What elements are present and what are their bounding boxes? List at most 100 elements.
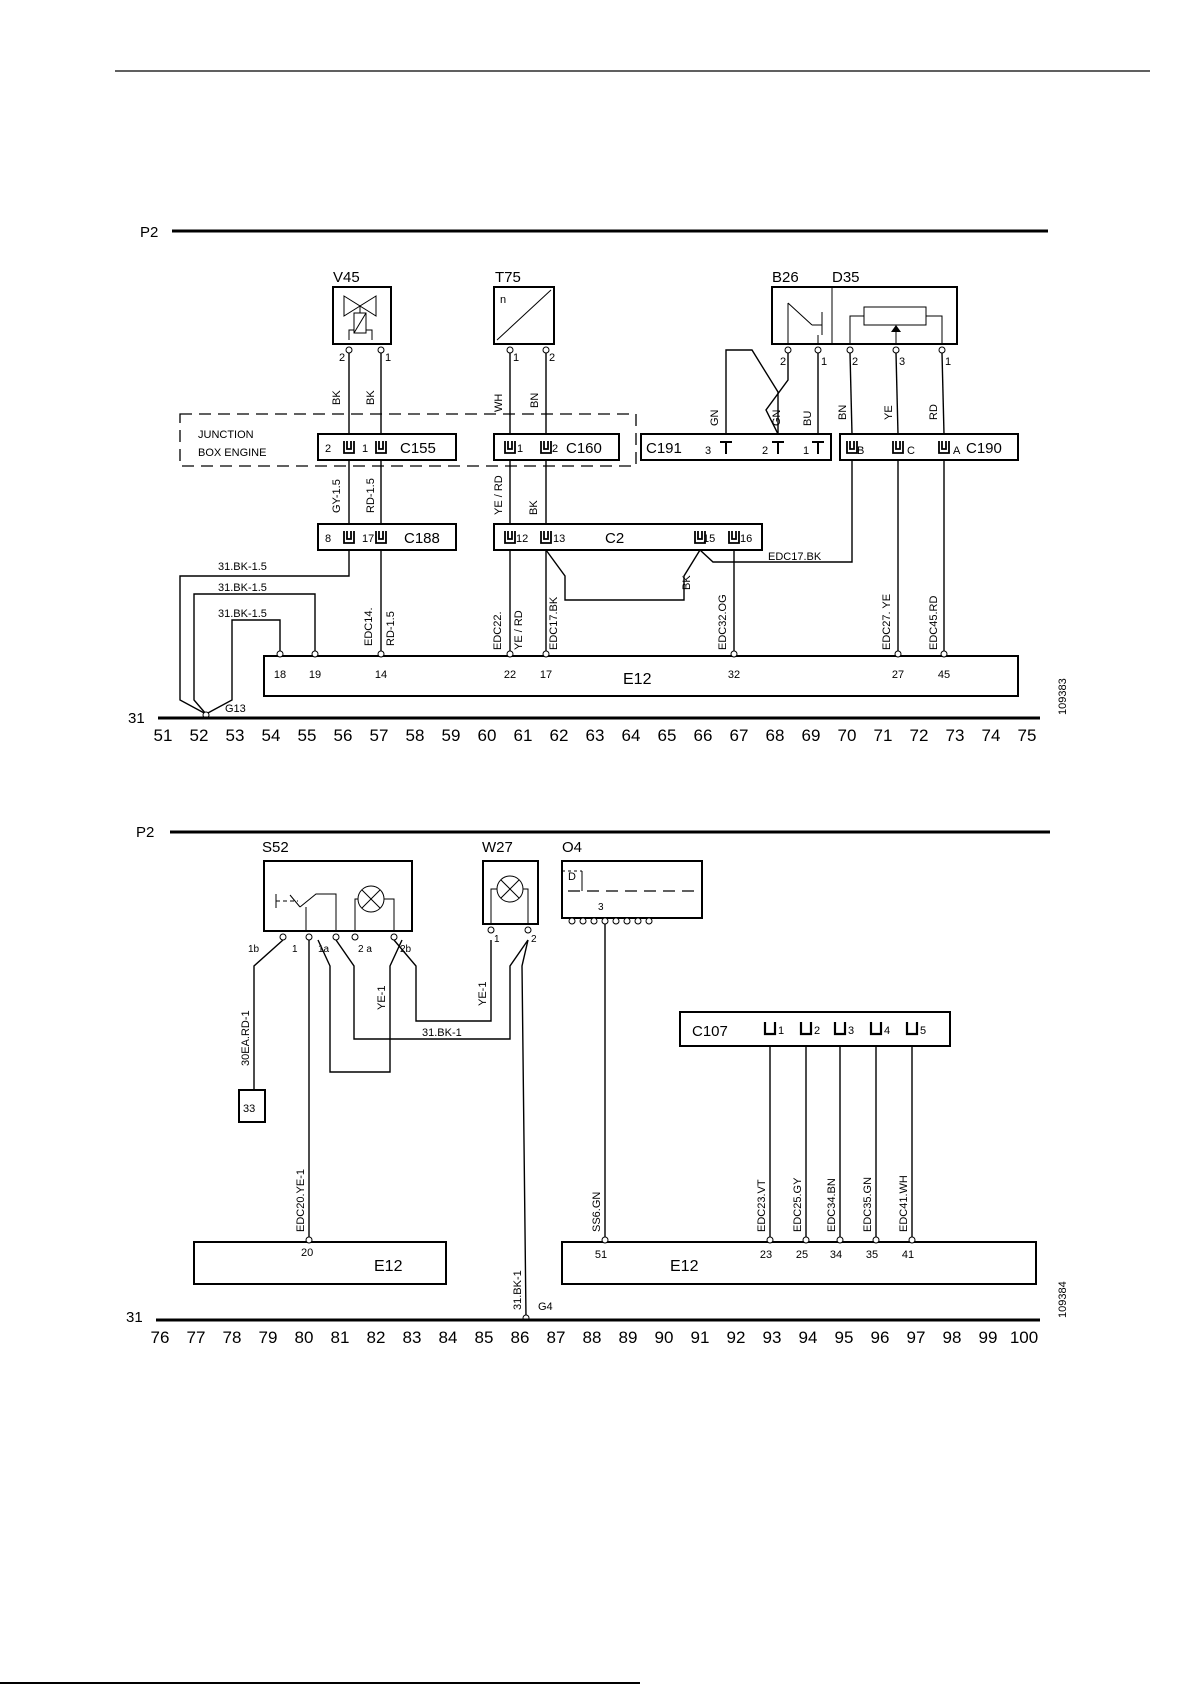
- ecu-1-pin-dot: [377, 650, 385, 658]
- s52-pin-2b: 2b: [400, 944, 412, 955]
- ecu-1-pin-14: 14: [375, 669, 387, 681]
- component-w27[interactable]: W27 1 2: [482, 839, 539, 945]
- terminal-icon: [504, 441, 516, 454]
- wire-b26-2: GN: [771, 409, 783, 426]
- scale-2-mark-82: 82: [367, 1328, 386, 1347]
- connector-c190[interactable]: B C A C190: [839, 433, 1019, 461]
- ecu-wire-edc32: EDC32.OG: [717, 594, 729, 650]
- switch-icon: [275, 893, 337, 931]
- potentiometer-icon: [849, 306, 943, 344]
- connector-c188[interactable]: 8 17 C188: [317, 523, 457, 551]
- s52-label: S52: [262, 839, 289, 856]
- ecu-wire-edc14: EDC14.: [363, 607, 375, 646]
- wire-edc20: EDC20.YE-1: [295, 1169, 307, 1232]
- ecu-e12-left-label: E12: [374, 1258, 403, 1275]
- c107-pin-4: 4: [884, 1025, 890, 1037]
- ecu-1-pin-dot: [940, 650, 948, 658]
- c191-pin-1: 1: [803, 445, 809, 457]
- wire-30ea: 30EA.RD-1: [240, 1010, 252, 1066]
- w27-label: W27: [482, 839, 513, 856]
- c2-pin-13: 13: [553, 533, 565, 545]
- connector-c2[interactable]: 12 13 C2 15 16: [493, 523, 763, 551]
- o4-pin-dot: [568, 917, 576, 925]
- ecu-1-pin-22: 22: [504, 669, 516, 681]
- diagram-2: P2 S52 1b 1 1a 2 a: [126, 824, 1069, 1347]
- w27-pin-1: 1: [494, 934, 500, 945]
- ecu-1-pin-32: 32: [728, 669, 740, 681]
- wire-d35-1: RD: [928, 404, 940, 420]
- w27-pin-2: 2: [531, 934, 537, 945]
- terminal-icon: [720, 441, 732, 454]
- scale-2-mark-95: 95: [835, 1328, 854, 1347]
- wire-edc41: EDC41.WH: [898, 1175, 910, 1232]
- connector-c155[interactable]: 2 1 C155: [317, 433, 457, 461]
- lamp-icon: [354, 885, 395, 931]
- b26-label: B26: [772, 269, 799, 286]
- scale-1-mark-63: 63: [586, 726, 605, 745]
- ecu-1-pin-27: 27: [892, 669, 904, 681]
- wire-s52-ye: YE-1: [376, 986, 388, 1010]
- junction-box-frame: [179, 413, 637, 467]
- b26-pin-2: 2: [780, 356, 786, 368]
- c107-pin-3: 3: [848, 1025, 854, 1037]
- terminal-icon: [375, 441, 387, 454]
- scale-2-mark-90: 90: [655, 1328, 674, 1347]
- wire-c2-cross: BK: [681, 575, 693, 590]
- scale-1-mark-72: 72: [910, 726, 929, 745]
- o4-pin-dot: [590, 917, 598, 925]
- junction-label-1: JUNCTION: [198, 429, 254, 441]
- c191-label: C191: [646, 440, 682, 457]
- component-v45[interactable]: V45 2 1: [332, 269, 392, 364]
- ecu-2-pin-23: 23: [760, 1249, 772, 1261]
- ecu-2-pin-dot: [908, 1236, 916, 1244]
- wire-c191-in: GN: [709, 409, 721, 426]
- c155-label: C155: [400, 440, 436, 457]
- component-b26-d35[interactable]: B26 D35 2 1 2 3 1: [771, 269, 958, 368]
- scale-1-mark-59: 59: [442, 726, 461, 745]
- terminal-icon: [504, 531, 516, 544]
- o4-pin-dot: [645, 917, 653, 925]
- switch-icon: [787, 302, 823, 344]
- ground-wire-2: 31.BK-1.5: [218, 582, 267, 594]
- terminal-icon: [892, 441, 904, 454]
- o4-label: O4: [562, 839, 582, 856]
- component-t75[interactable]: T75 n 1 2: [493, 269, 555, 364]
- ecu-2-pin-dot: [601, 1236, 609, 1244]
- scale-2-mark-97: 97: [907, 1328, 926, 1347]
- fuse-33[interactable]: [238, 1089, 266, 1123]
- connector-c191[interactable]: C191 3 2 1: [640, 433, 832, 461]
- wire-edc25: EDC25.GY: [792, 1177, 804, 1232]
- connector-terminals-1: [343, 441, 950, 544]
- ecu-wire-edc14-color: RD-1.5: [385, 611, 397, 646]
- ecu-1-pin-17: 17: [540, 669, 552, 681]
- drawing-number-2: 109384: [1057, 1281, 1069, 1318]
- rail-p2-label: P2: [140, 224, 158, 241]
- component-o4[interactable]: O4 D 3: [561, 839, 703, 925]
- wires-1: [179, 349, 945, 715]
- t75-pin-2: 2: [549, 352, 555, 364]
- s52-pin-1a: 1a: [318, 944, 330, 955]
- wire-w27-ye: YE-1: [477, 982, 489, 1006]
- component-s52[interactable]: S52 1b 1 1a 2 a 2b: [248, 839, 413, 955]
- c191-pin-3: 3: [705, 445, 711, 457]
- scale-2-mark-76: 76: [151, 1328, 170, 1347]
- terminal-icon: [343, 441, 355, 454]
- ecu-1-pin-45: 45: [938, 669, 950, 681]
- scale-1-mark-75: 75: [1018, 726, 1037, 745]
- ecu-2-pin-35: 35: [866, 1249, 878, 1261]
- c190-label: C190: [966, 440, 1002, 457]
- ecu-2-pin-34: 34: [830, 1249, 842, 1261]
- o4-pin-dot: [623, 917, 631, 925]
- wire-edc34: EDC34.BN: [826, 1178, 838, 1232]
- ecu-wire-edc45: EDC45.RD: [928, 596, 940, 650]
- ecu-e12-left[interactable]: 20 E12: [193, 1236, 447, 1285]
- terminal-icon: [869, 1022, 883, 1036]
- scale-2-mark-93: 93: [763, 1328, 782, 1347]
- scale-1-mark-68: 68: [766, 726, 785, 745]
